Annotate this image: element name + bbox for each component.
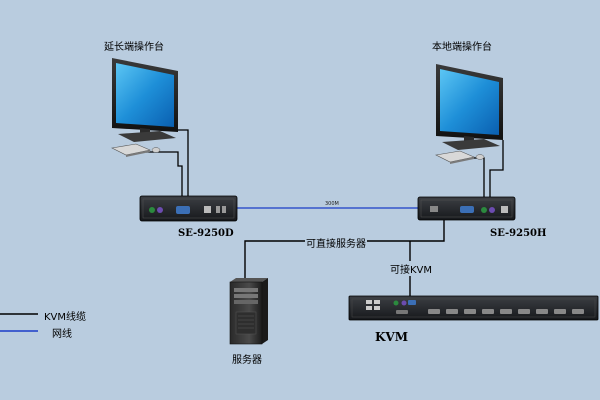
server-label: 服务器 <box>232 355 262 366</box>
extender-rx-box <box>417 196 516 221</box>
legend-item-kvm-cable: KVM线缆 <box>44 312 87 323</box>
local-monitor <box>436 64 503 150</box>
remote-monitor <box>112 58 178 142</box>
legend-item-network-cable: 网线 <box>52 329 72 340</box>
extender-rx-label: SE-9250H <box>490 228 547 239</box>
connect-server-label: 可直接服务器 <box>305 235 367 250</box>
server-tower <box>229 278 268 345</box>
remote-console-label: 延长端操作台 <box>104 42 164 53</box>
link-length-label: 300M <box>325 201 339 207</box>
connect-kvm-label: 可接KVM <box>389 261 434 276</box>
remote-keyboard <box>111 143 161 157</box>
extender-tx-box <box>139 195 238 222</box>
extender-tx-label: SE-9250D <box>178 228 234 239</box>
local-keyboard <box>435 150 485 164</box>
kvm-label: KVM <box>375 330 409 344</box>
local-console-label: 本地端操作台 <box>432 42 492 53</box>
kvm-switch <box>348 295 599 321</box>
